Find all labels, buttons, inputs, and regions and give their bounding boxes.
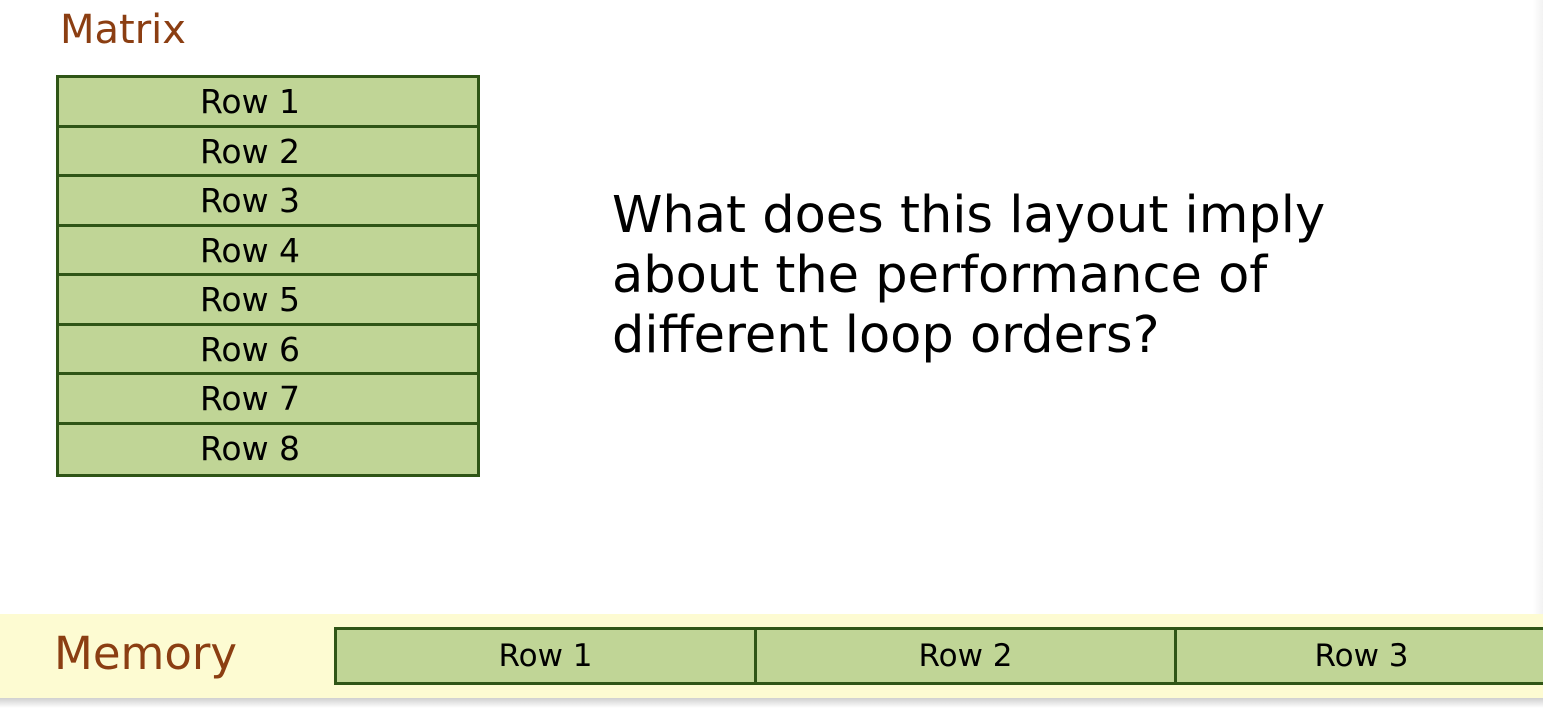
memory-band-shadow — [0, 698, 1543, 708]
matrix-diagram: Row 1 Row 2 Row 3 Row 4 Row 5 Row 6 Row … — [56, 75, 480, 477]
memory-cell: Row 2 — [757, 630, 1177, 682]
question-line: different loop orders? — [612, 306, 1160, 365]
matrix-row: Row 7 — [59, 375, 477, 425]
slide-edge — [1533, 0, 1543, 708]
memory-strip: Row 1 Row 2 Row 3 — [334, 627, 1543, 685]
question-text: What does this layout imply about the pe… — [612, 186, 1512, 366]
matrix-title: Matrix — [60, 7, 186, 53]
matrix-row: Row 6 — [59, 326, 477, 375]
memory-label: Memory — [54, 627, 238, 680]
question-line: about the performance of — [612, 246, 1268, 305]
matrix-row: Row 2 — [59, 128, 477, 177]
memory-cell: Row 3 — [1314, 638, 1409, 674]
matrix-row: Row 5 — [59, 276, 477, 326]
matrix-row: Row 8 — [199, 428, 301, 468]
matrix-row: Row 4 — [59, 227, 477, 276]
matrix-row: Row 1 — [59, 78, 477, 128]
memory-cell: Row 1 — [337, 630, 757, 682]
matrix-row: Row 3 — [59, 177, 477, 227]
question-line: What does this layout imply — [612, 186, 1326, 245]
